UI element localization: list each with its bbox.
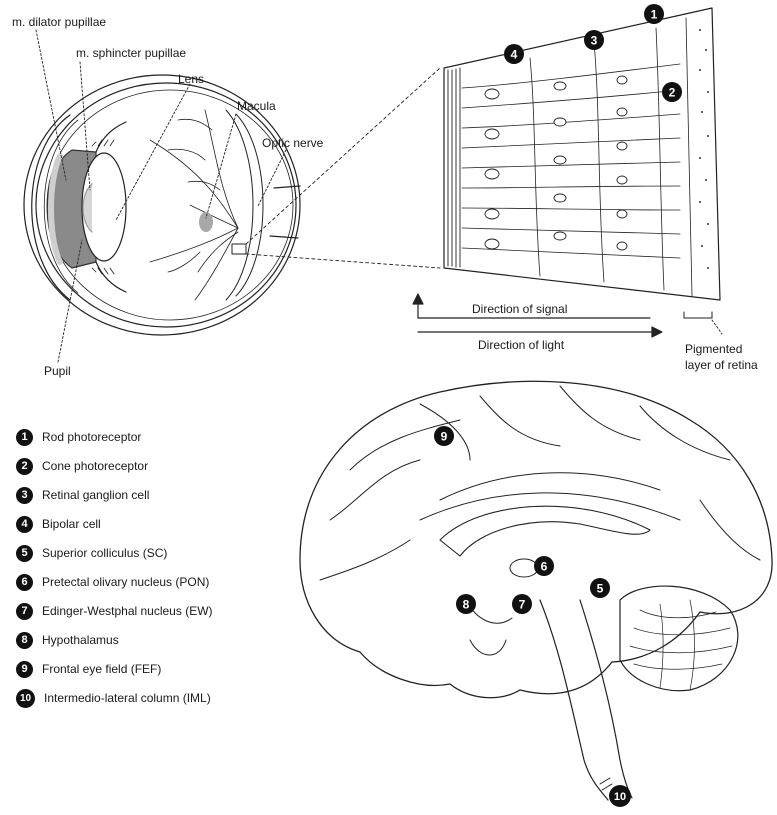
legend-number: 4 bbox=[16, 516, 33, 533]
svg-text:5: 5 bbox=[597, 582, 604, 596]
legend-label: Frontal eye field (FEF) bbox=[42, 662, 161, 676]
legend-label: Hypothalamus bbox=[42, 633, 119, 647]
eye-ciliary-top bbox=[96, 122, 126, 152]
brain-corpus-callosum bbox=[440, 506, 650, 556]
legend-item: 7 Edinger-Westphal nucleus (EW) bbox=[16, 600, 213, 622]
zoom-line-top bbox=[246, 68, 440, 244]
svg-text:10: 10 bbox=[614, 791, 626, 803]
zoom-line-bottom bbox=[246, 254, 440, 268]
legend-item: 9 Frontal eye field (FEF) bbox=[16, 658, 161, 680]
marker-6: 6 bbox=[534, 556, 554, 576]
legend-label: Bipolar cell bbox=[42, 517, 101, 531]
label-pigment-line1: Pigmented bbox=[685, 342, 742, 356]
svg-text:3: 3 bbox=[591, 34, 598, 48]
marker-9: 9 bbox=[434, 426, 454, 446]
retina-cell-bodies bbox=[485, 76, 627, 250]
brain-thalamus bbox=[510, 559, 538, 577]
eye-ciliary-folds-top bbox=[92, 140, 114, 146]
eye-illustration bbox=[24, 30, 440, 362]
legend-item: 8 Hypothalamus bbox=[16, 629, 119, 651]
marker-5: 5 bbox=[590, 578, 610, 598]
label-macula: Macula bbox=[237, 99, 276, 113]
svg-text:7: 7 bbox=[519, 598, 526, 612]
eye-blood-vessels bbox=[150, 110, 238, 300]
legend-label: Cone photoreceptor bbox=[42, 459, 148, 473]
legend-item: 10 Intermedio-lateral column (IML) bbox=[16, 687, 211, 709]
marker-4: 4 bbox=[504, 44, 524, 64]
legend-item: 6 Pretectal olivary nucleus (PON) bbox=[16, 571, 209, 593]
brainstem-back bbox=[580, 600, 632, 798]
eye-ciliary-folds-bottom bbox=[92, 268, 114, 274]
legend-number: 2 bbox=[16, 458, 33, 475]
svg-text:8: 8 bbox=[463, 598, 470, 612]
brain-pituitary bbox=[470, 640, 506, 655]
retina-frame bbox=[444, 8, 720, 300]
signal-arrowhead bbox=[413, 294, 423, 304]
retina-fiber-layer bbox=[448, 68, 460, 267]
pigment-leader bbox=[712, 320, 722, 334]
retina-layer-dividers bbox=[530, 18, 692, 296]
legend-label: Edinger-Westphal nucleus (EW) bbox=[42, 604, 213, 618]
marker-7: 7 bbox=[512, 594, 532, 614]
legend-item: 3 Retinal ganglion cell bbox=[16, 484, 149, 506]
light-arrowhead bbox=[652, 327, 662, 337]
svg-text:1: 1 bbox=[651, 8, 658, 22]
svg-text:2: 2 bbox=[669, 86, 676, 100]
label-pupil: Pupil bbox=[44, 364, 71, 378]
legend-number: 3 bbox=[16, 487, 33, 504]
legend-label: Retinal ganglion cell bbox=[42, 488, 149, 502]
marker-10: 10 bbox=[609, 785, 631, 807]
legend-number: 9 bbox=[16, 661, 33, 678]
label-dilator: m. dilator pupillae bbox=[12, 15, 106, 29]
legend-item: 2 Cone photoreceptor bbox=[16, 455, 148, 477]
marker-8: 8 bbox=[456, 594, 476, 614]
label-lens: Lens bbox=[178, 72, 204, 86]
legend-number: 8 bbox=[16, 632, 33, 649]
svg-text:6: 6 bbox=[541, 560, 548, 574]
eye-retina-wall bbox=[226, 110, 253, 300]
brain-illustration bbox=[300, 381, 772, 800]
retina-illustration bbox=[413, 8, 722, 337]
svg-text:9: 9 bbox=[441, 430, 448, 444]
eye-optic-nerve-top bbox=[274, 186, 300, 188]
svg-text:4: 4 bbox=[511, 48, 518, 62]
eye-macula bbox=[199, 212, 213, 232]
brain-gyri bbox=[320, 386, 760, 580]
brainstem-front bbox=[540, 600, 608, 800]
legend-item: 4 Bipolar cell bbox=[16, 513, 101, 535]
legend-number: 5 bbox=[16, 545, 33, 562]
label-optic-nerve: Optic nerve bbox=[262, 136, 323, 150]
marker-1: 1 bbox=[644, 4, 664, 24]
legend-number: 1 bbox=[16, 429, 33, 446]
legend-item: 1 Rod photoreceptor bbox=[16, 426, 141, 448]
legend-number: 6 bbox=[16, 574, 33, 591]
eye-optic-nerve-bottom bbox=[270, 236, 298, 238]
label-direction-signal: Direction of signal bbox=[472, 302, 567, 316]
legend-label: Rod photoreceptor bbox=[42, 430, 141, 444]
label-pigment-line2: layer of retina bbox=[685, 358, 758, 372]
eye-ciliary-bottom bbox=[96, 262, 126, 292]
legend-number: 10 bbox=[16, 689, 35, 708]
legend-label: Superior colliculus (SC) bbox=[42, 546, 167, 560]
brain-cerebellum bbox=[620, 586, 738, 691]
pigment-bracket bbox=[684, 312, 712, 318]
marker-2: 2 bbox=[662, 82, 682, 102]
brain-outline bbox=[300, 381, 772, 697]
spinal-cut-marks bbox=[600, 778, 612, 790]
label-direction-light: Direction of light bbox=[478, 338, 564, 352]
legend-label: Intermedio-lateral column (IML) bbox=[44, 691, 211, 705]
legend-label: Pretectal olivary nucleus (PON) bbox=[42, 575, 209, 589]
legend-number: 7 bbox=[16, 603, 33, 620]
eye-zoom-box bbox=[232, 244, 246, 254]
marker-3: 3 bbox=[584, 30, 604, 50]
label-sphincter: m. sphincter pupillae bbox=[76, 46, 186, 60]
legend-item: 5 Superior colliculus (SC) bbox=[16, 542, 167, 564]
retina-pigment-dots bbox=[699, 29, 709, 269]
